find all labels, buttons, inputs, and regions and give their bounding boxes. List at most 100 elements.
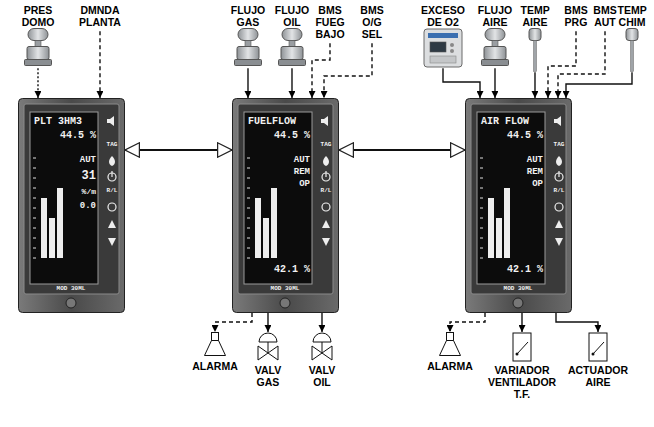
display-text: AIR FLOW — [481, 116, 529, 127]
alarm-horn: ALARMA — [427, 332, 473, 372]
box-symbol — [589, 333, 607, 361]
signal-line — [494, 68, 495, 98]
signal-line — [291, 68, 292, 98]
bms-signal: BMS FUEG BAJO — [315, 4, 344, 43]
instrument-label: PRES DOMO — [22, 4, 55, 28]
bms-signal: BMS O/G SEL — [360, 4, 383, 43]
display-text: 44.5 % — [60, 130, 96, 141]
faceplate-symbol — [19, 99, 125, 313]
display-text: 44.5 % — [274, 130, 310, 141]
signal-line — [556, 313, 598, 332]
controller-panel: PLT 3HM344.5 %AUT31%/m0.0TAGR/LMOD 30ML — [18, 98, 125, 313]
actuator-label: VALV GAS — [255, 364, 281, 388]
instrument-label: DMNDA PLANTA — [79, 4, 121, 28]
display-text: AUT — [527, 156, 543, 166]
signal-source: DMNDA PLANTA — [79, 4, 121, 31]
display-text: REM — [527, 168, 543, 178]
display-text: AUT — [294, 156, 310, 166]
display-text: 42.1 % — [507, 264, 543, 275]
horn-icon — [203, 332, 227, 358]
horn-symbol — [205, 333, 226, 356]
bms-signal: BMS AUT — [593, 4, 616, 31]
valve-icon — [256, 332, 280, 362]
signal-line — [566, 72, 632, 98]
signal-line — [321, 313, 322, 332]
display-text: OP — [299, 180, 310, 190]
transmitter-symbol — [234, 29, 261, 66]
actuator-label: VALV OIL — [309, 364, 335, 388]
display-text: MOD 30ML — [41, 286, 101, 293]
display-text: AUT — [80, 156, 96, 166]
signal-line — [324, 43, 372, 98]
display-text: R/L — [529, 188, 589, 195]
instrument-label: BMS PRG — [564, 4, 587, 28]
temperature-sensor: TEMP CHIM — [618, 4, 647, 72]
horn-symbol — [440, 333, 461, 356]
instrument-label: FLUJO AIRE — [478, 4, 512, 28]
thermo-icon — [624, 28, 640, 72]
signal-line — [450, 313, 485, 332]
signal-line — [534, 72, 535, 98]
display-text: 44.5 % — [507, 130, 543, 141]
transmitter-icon — [480, 28, 510, 68]
display-text: PLT 3HM3 — [34, 116, 82, 127]
connectors — [38, 31, 632, 332]
display-text: REM — [294, 168, 310, 178]
flow-transmitter: FLUJO AIRE — [478, 4, 512, 68]
faceplate-symbol — [233, 99, 339, 313]
analyzer-symbol — [424, 29, 462, 67]
display-text: TAG — [529, 142, 589, 149]
analyzer-icon — [423, 28, 463, 68]
controller-panel: FUELFLOW44.5 %AUTREMOP42.1 %TAGR/LMOD 30… — [232, 98, 339, 313]
alarm-horn: ALARMA — [192, 332, 238, 372]
signal-line — [558, 31, 605, 98]
signal-line — [215, 313, 252, 332]
signal-line — [548, 31, 576, 98]
pressure-transmitter: PRES DOMO — [22, 4, 55, 68]
transmitter-symbol — [24, 29, 51, 66]
signal-line — [37, 68, 38, 98]
thermo-symbol — [626, 29, 638, 72]
display-text: %/m — [82, 188, 96, 197]
transmitter-icon — [277, 28, 307, 68]
valve-symbol — [258, 333, 278, 360]
display-text: R/L — [82, 188, 142, 195]
control-valve: VALV GAS — [255, 332, 281, 388]
display-text: OP — [532, 180, 543, 190]
box-symbol — [513, 333, 531, 361]
actuator-label: ACTUADOR AIRE — [568, 364, 628, 388]
display-text: 31 — [82, 170, 96, 183]
temperature-sensor: TEMP AIRE — [521, 4, 550, 72]
transmitter-icon — [233, 28, 263, 68]
actuator-label: ALARMA — [192, 360, 238, 372]
valve-symbol — [312, 333, 332, 360]
faceplate-symbol — [466, 99, 572, 313]
horn-icon — [438, 332, 462, 358]
thermo-icon — [527, 28, 543, 72]
display-text: TAG — [82, 142, 142, 149]
instrument-label: FLUJO OIL — [275, 4, 309, 28]
display-text: 0.0 — [80, 202, 96, 212]
instrument-label: BMS FUEG BAJO — [315, 4, 344, 40]
actuator-label: VARIADOR VENTILADOR T.F. — [488, 364, 556, 400]
display-text: 42.1 % — [274, 264, 310, 275]
valve-icon — [310, 332, 334, 362]
data-link-arrow — [339, 149, 465, 151]
flow-transmitter: FLUJO OIL — [275, 4, 309, 68]
signal-line — [443, 68, 480, 98]
signal-line — [99, 31, 100, 98]
flow-transmitter: FLUJO GAS — [231, 4, 265, 68]
fan-drive: VARIADOR VENTILADOR T.F. — [488, 332, 556, 400]
data-link-arrow — [125, 149, 232, 151]
display-text: TAG — [296, 142, 356, 149]
transmitter-symbol — [481, 29, 508, 66]
display-text: FUELFLOW — [248, 116, 296, 127]
display-text: MOD 30ML — [255, 286, 315, 293]
thermo-symbol — [529, 29, 541, 72]
bms-signal: BMS PRG — [564, 4, 587, 31]
control-valve: VALV OIL — [309, 332, 335, 388]
signal-line — [312, 43, 330, 98]
signal-line — [247, 68, 248, 98]
instrument-label: BMS O/G SEL — [360, 4, 383, 40]
